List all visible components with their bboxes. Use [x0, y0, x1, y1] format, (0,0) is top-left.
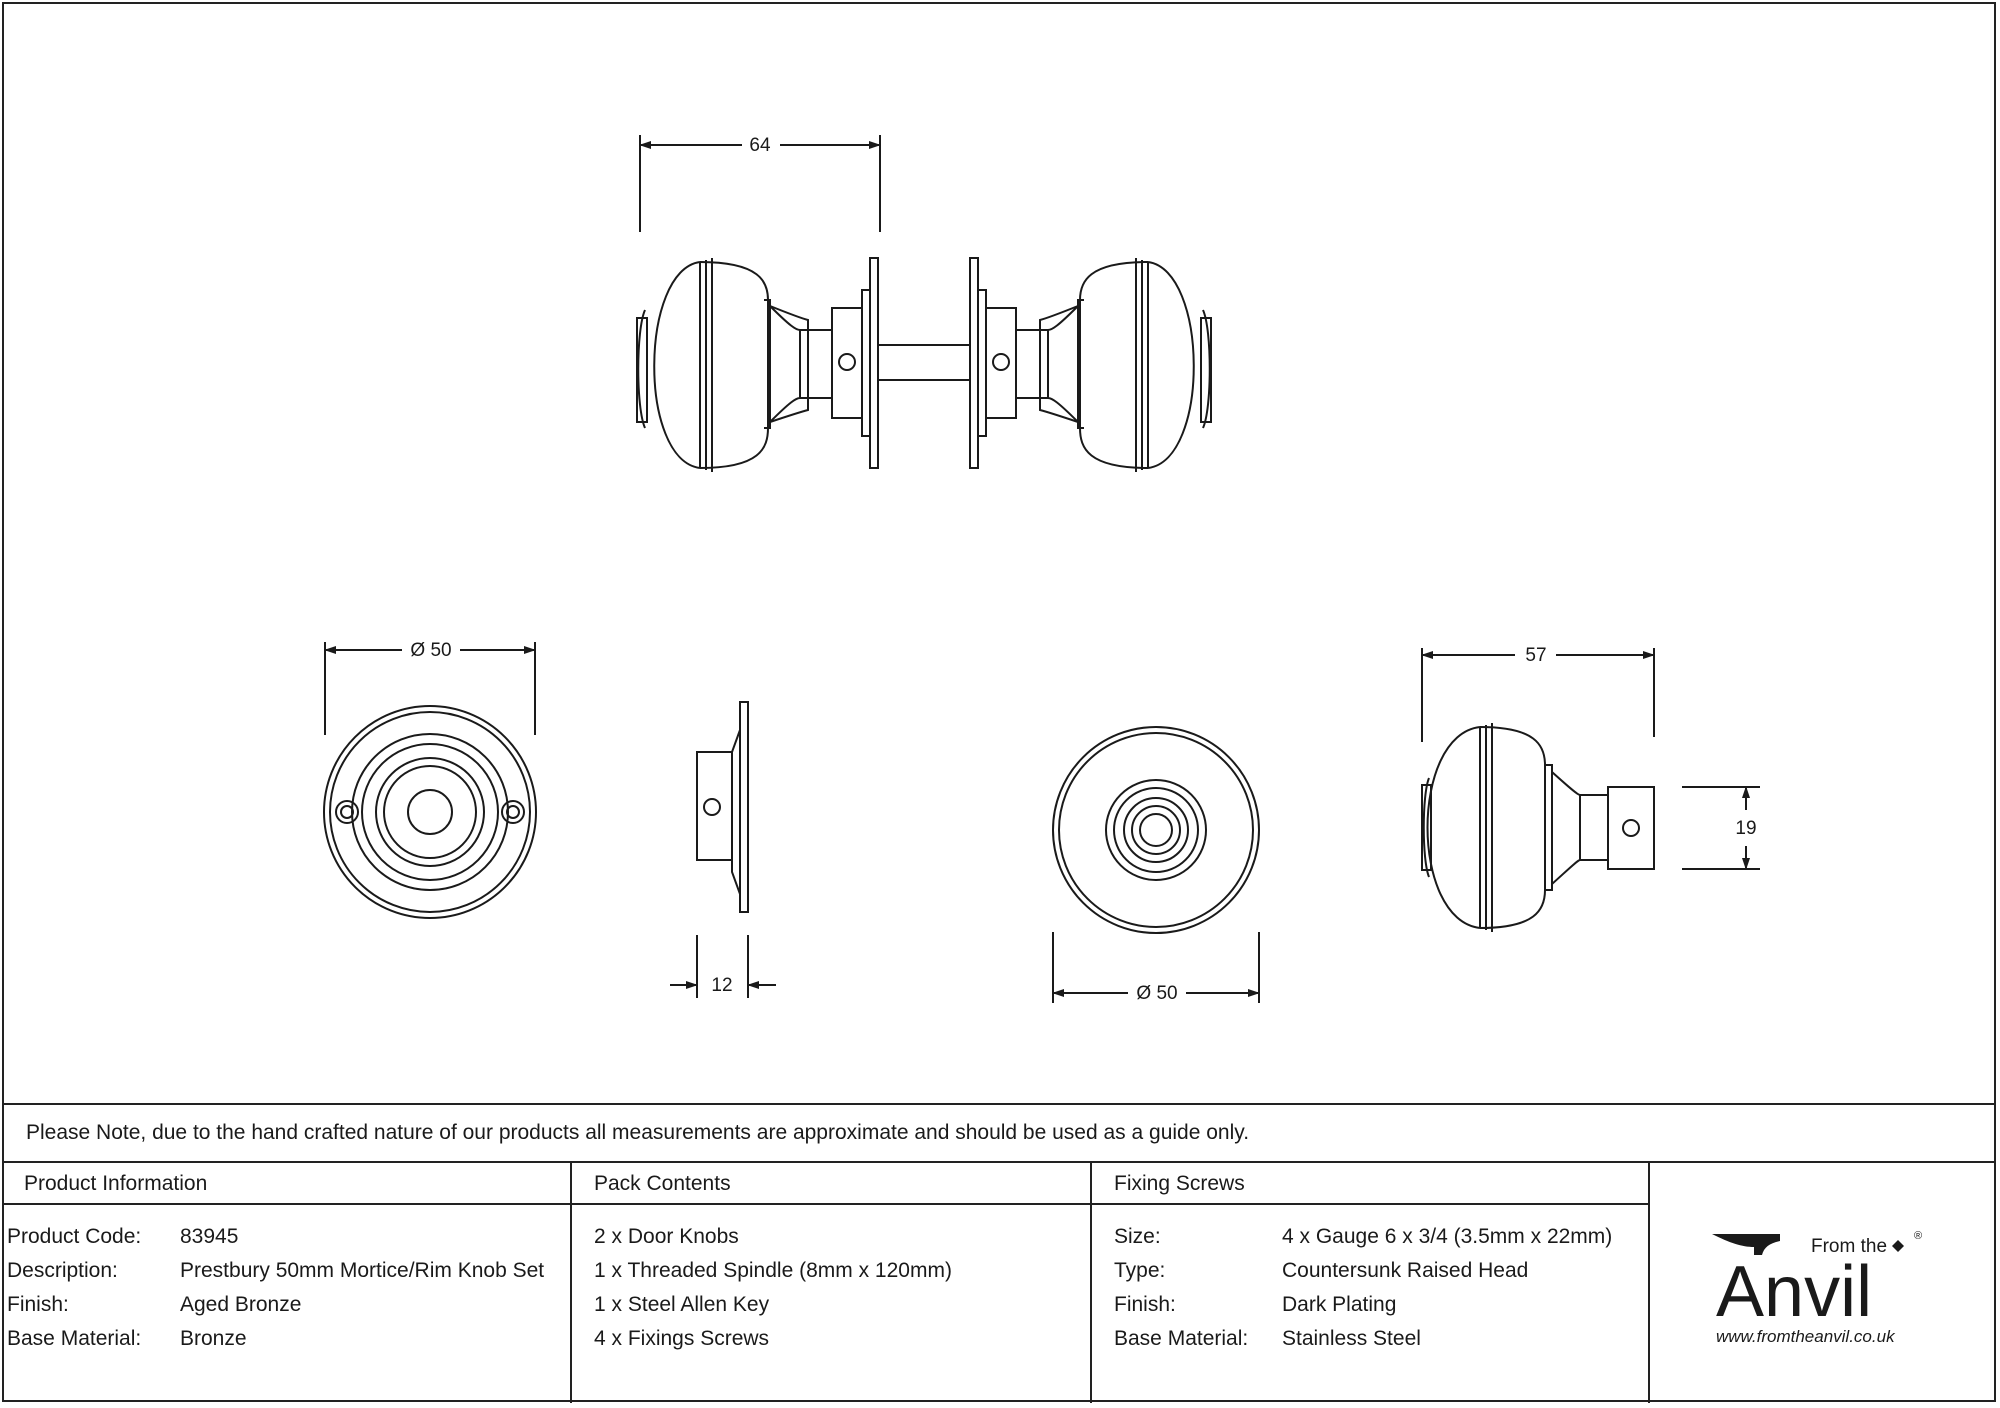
dimension-knob-diameter-label: Ø 50: [1136, 983, 1177, 1004]
pack-item: 1 x Steel Allen Key: [594, 1293, 770, 1316]
note-text: Please Note, due to the hand crafted nat…: [26, 1121, 1250, 1144]
measurement-note: Please Note, due to the hand crafted nat…: [2, 1103, 1996, 1163]
pack-contents-panel: Pack Contents 2 x Door Knobs 1 x Threade…: [572, 1163, 1092, 1403]
fixing-screws-heading: Fixing Screws: [1114, 1172, 1245, 1195]
anvil-logo-mark: From the ® Anvil www.fromtheanvil.co.uk: [1712, 1230, 1922, 1346]
info-footer: Please Note, due to the hand crafted nat…: [2, 1103, 1996, 1403]
from-the-anvil-logo: From the ® Anvil www.fromtheanvil.co.uk: [1650, 1163, 1996, 1403]
assembly-side-view: [636, 257, 1212, 473]
screw-type-value: Countersunk Raised Head: [1282, 1259, 1529, 1282]
pack-item: 1 x Threaded Spindle (8mm x 120mm): [594, 1259, 952, 1282]
logo-brand: Anvil: [1716, 1252, 1872, 1332]
rose-front-view: [323, 705, 537, 919]
pack-item: 4 x Fixings Screws: [594, 1327, 770, 1350]
knob-front-view: [1052, 726, 1260, 934]
screw-size-value: 4 x Gauge 6 x 3/4 (3.5mm x 22mm): [1282, 1225, 1613, 1248]
anvil-icon: [1712, 1234, 1780, 1255]
screw-base-material-label: Base Material:: [1114, 1327, 1249, 1350]
dimension-rose-depth: [670, 935, 776, 998]
finish-label: Finish:: [7, 1293, 69, 1316]
pack-contents-heading: Pack Contents: [594, 1172, 731, 1195]
technical-drawing: 64 Ø 50 12: [323, 135, 1760, 1004]
dimension-rose-depth-label: 12: [711, 975, 732, 996]
logo-url: www.fromtheanvil.co.uk: [1716, 1327, 1896, 1346]
diamond-icon: [1892, 1240, 1904, 1252]
fixing-screws-panel: Fixing Screws Size: 4 x Gauge 6 x 3/4 (3…: [1092, 1163, 1650, 1403]
dimension-neck-height: [1682, 786, 1760, 870]
base-material-value: Bronze: [180, 1327, 247, 1350]
product-information-heading: Product Information: [24, 1172, 208, 1195]
dimension-top-width: [639, 135, 881, 232]
screw-type-label: Type:: [1114, 1259, 1166, 1282]
screw-finish-label: Finish:: [1114, 1293, 1176, 1316]
dimension-top-width-label: 64: [749, 135, 771, 156]
pack-contents-header: Pack Contents: [572, 1163, 1090, 1205]
dimension-rose-diameter-label: Ø 50: [410, 640, 451, 661]
screw-finish-value: Dark Plating: [1282, 1293, 1397, 1316]
base-material-label: Base Material:: [7, 1327, 142, 1350]
description-label: Description:: [7, 1259, 118, 1282]
screw-size-label: Size:: [1114, 1225, 1161, 1248]
dimension-knob-length-label: 57: [1525, 645, 1546, 666]
product-information-header: Product Information: [2, 1163, 570, 1205]
product-code-value: 83945: [180, 1225, 239, 1248]
description-value: Prestbury 50mm Mortice/Rim Knob Set: [180, 1259, 545, 1282]
screw-base-material-value: Stainless Steel: [1282, 1327, 1421, 1350]
product-information-panel: Product Information Product Code: 83945 …: [2, 1163, 572, 1403]
logo-registered-mark: ®: [1914, 1230, 1922, 1242]
pack-item: 2 x Door Knobs: [594, 1225, 739, 1248]
dimension-knob-length: [1421, 648, 1655, 742]
rose-side-view: [696, 701, 749, 913]
dimension-knob-diameter: [1052, 932, 1260, 1003]
dimension-rose-diameter: [324, 642, 536, 735]
product-code-label: Product Code:: [7, 1225, 142, 1248]
logo-from-the: From the: [1811, 1236, 1887, 1257]
knob-side-view: [1421, 723, 1655, 932]
dimension-neck-height-label: 19: [1735, 818, 1756, 839]
finish-value: Aged Bronze: [180, 1293, 302, 1316]
fixing-screws-header: Fixing Screws: [1092, 1163, 1648, 1205]
